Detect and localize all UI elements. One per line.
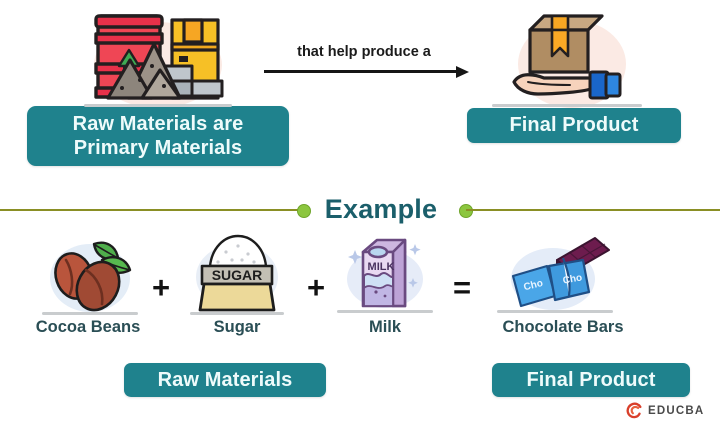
raw-badge-line-1: Raw Materials are	[72, 112, 244, 135]
final-product-badge-bottom[interactable]: Final Product	[492, 363, 690, 397]
final-product-badge-top[interactable]: Final Product	[467, 108, 681, 143]
arrow-label: that help produce a	[297, 44, 431, 60]
milk-carton-icon: MILK	[337, 230, 433, 316]
educba-logo[interactable]: EDUCBA	[625, 400, 715, 422]
raw-badge-line-2: Primary Materials	[73, 137, 243, 159]
chocolate-ground-line	[497, 310, 613, 313]
arrow-head-icon	[456, 65, 469, 78]
operator-plus-2: +	[306, 270, 326, 305]
operator-plus-1: +	[151, 270, 171, 305]
final-product-ground-line	[492, 104, 642, 107]
chocolate-wrapper-text-right: Cho	[562, 272, 583, 286]
example-divider: Example	[0, 194, 720, 230]
arrow-line	[264, 70, 460, 74]
example-title: Example	[324, 194, 438, 224]
final-badge-top-label: Final Product	[509, 114, 639, 137]
item-label-milk: Milk	[368, 318, 402, 336]
final-badge-bottom-label: Final Product	[526, 368, 656, 391]
divider-line-left	[0, 209, 300, 212]
sugar-sack-icon: SUGAR	[190, 232, 284, 316]
raw-materials-ground-line	[84, 104, 232, 107]
item-label-sugar: Sugar	[213, 318, 261, 336]
raw-materials-primary-badge[interactable]: Raw Materials are Primary Materials	[27, 106, 289, 166]
chocolate-bars-icon: Cho Cho	[497, 230, 613, 316]
raw-materials-icon	[84, 4, 232, 108]
cocoa-beans-icon	[42, 234, 138, 316]
sugar-ground-line	[190, 312, 284, 315]
sugar-sack-text: SUGAR	[212, 267, 263, 283]
educba-brand-text: EDUCBA	[648, 405, 705, 417]
raw-badge-bottom-label: Raw Materials	[157, 368, 293, 391]
raw-materials-badge-bottom[interactable]: Raw Materials	[124, 363, 326, 397]
divider-line-right	[466, 209, 720, 212]
milk-ground-line	[337, 310, 433, 313]
final-product-box-in-hand-icon	[492, 4, 642, 108]
divider-dot-left-icon	[297, 204, 311, 218]
produce-arrow-group: that help produce a	[264, 44, 474, 80]
educba-swirl-logo-icon	[626, 402, 642, 419]
operator-equals: =	[452, 270, 472, 305]
item-label-chocolate-bars: Chocolate Bars	[502, 318, 624, 336]
milk-carton-text: MILK	[368, 261, 395, 273]
chocolate-wrapper-text-left: Cho	[523, 278, 545, 293]
item-label-cocoa-beans: Cocoa Beans	[35, 318, 141, 336]
cocoa-beans-ground-line	[42, 312, 138, 315]
